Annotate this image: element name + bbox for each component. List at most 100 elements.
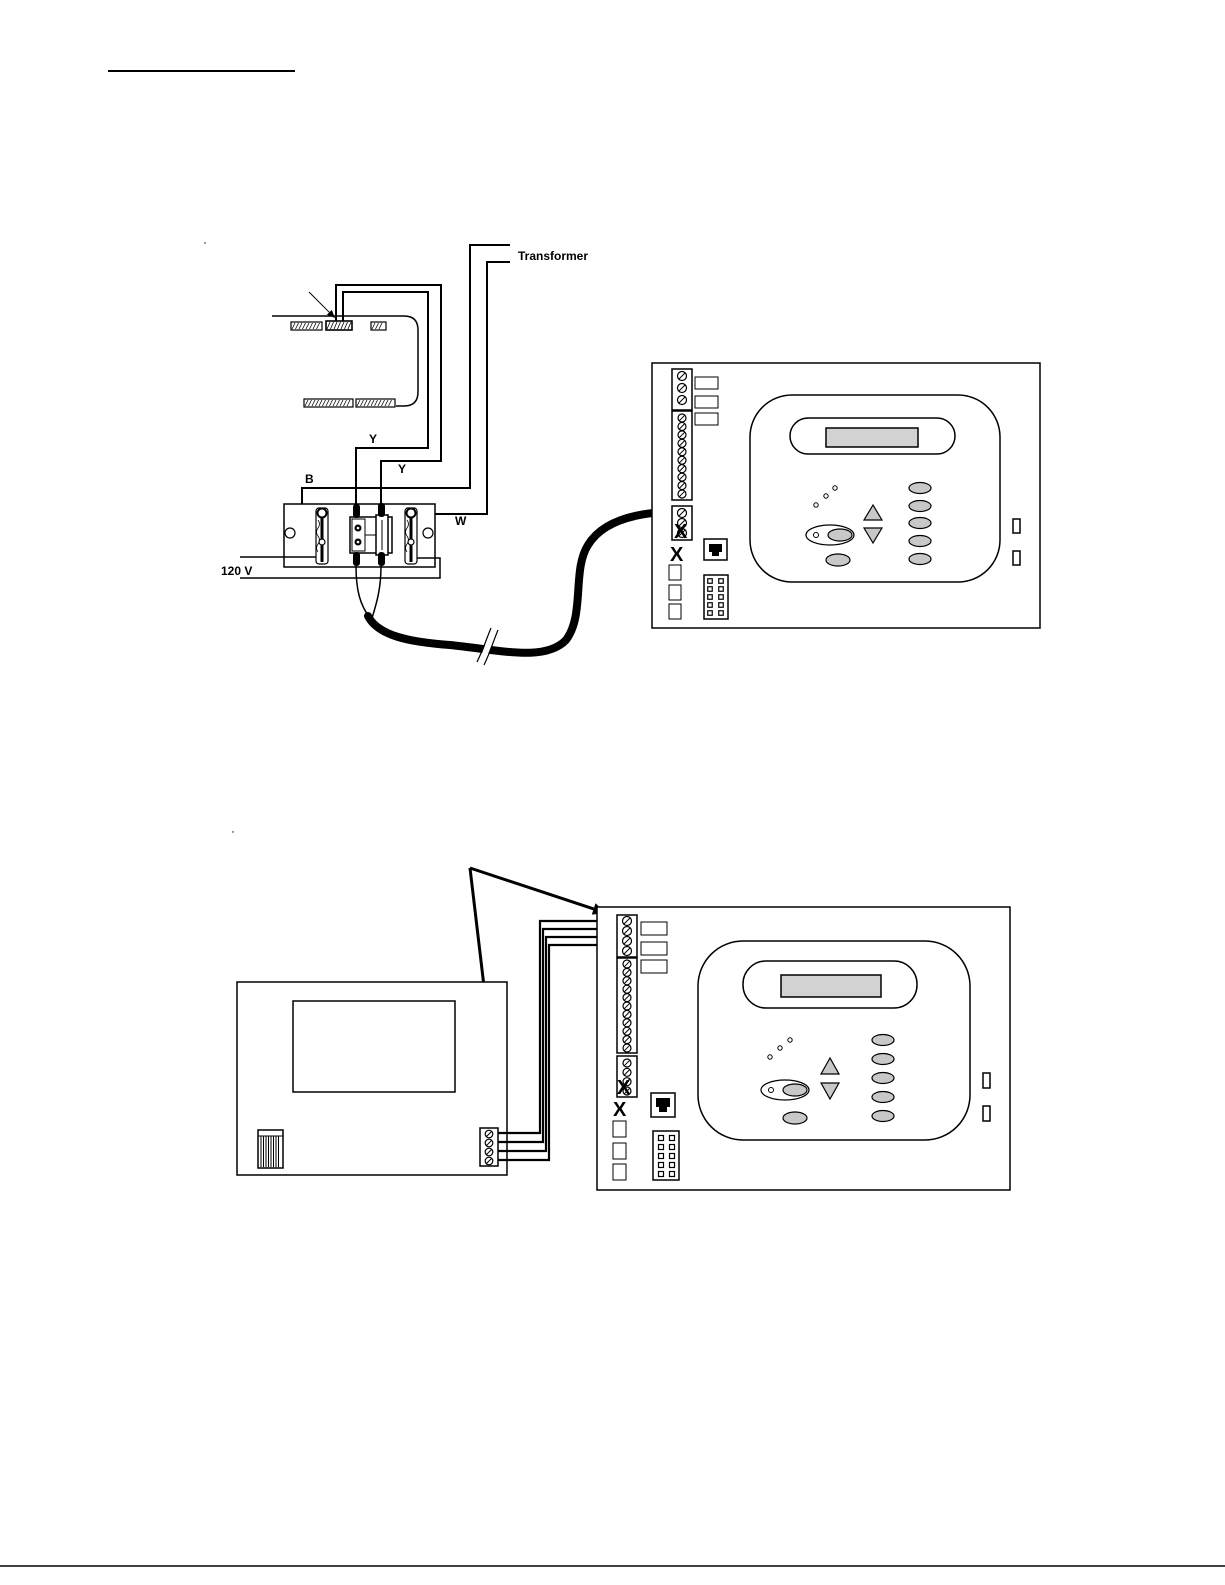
status-led [788,1038,792,1042]
keypad-button [909,501,931,512]
keypad-button [872,1073,894,1084]
pointer-arrow-line [470,868,594,909]
header-pin [659,1172,664,1177]
mounting-hole [285,528,295,538]
stray-mark [204,242,205,243]
status-led [824,494,828,498]
header-pin [659,1163,664,1168]
relay-lead-right [372,566,381,618]
stray-mark [232,831,233,832]
relay-lead-left [356,566,370,618]
relay-terminal-dot-center [357,541,360,544]
remote-panel [237,982,507,1175]
header-pin [719,587,724,592]
header-pin [719,611,724,616]
header-pin [708,611,713,616]
supply-voltage-label: 120 V [221,564,252,578]
terminal-label-box [695,413,718,425]
menu-button [828,529,852,541]
menu-led [769,1088,774,1093]
terminal-label-box [641,942,667,955]
control-panel-top: X X [652,363,1040,628]
header-pin [670,1154,675,1159]
wire-y-outer [336,285,441,506]
wire-y-outer-label: Y [398,462,406,476]
terminal-label-box [641,960,667,973]
terminal-screws [678,372,687,538]
side-indicator [983,1073,990,1088]
jumper-slot [613,1143,626,1159]
bottom-wiring-diagram: X X [237,868,1010,1190]
remote-panel-window [293,1001,455,1092]
lcd-display [826,428,918,447]
transformer-label: Transformer [518,249,588,263]
jumper-slot [613,1164,626,1180]
jumper-x-mark: X [670,544,684,566]
jumper-slot [613,1121,626,1137]
control-panel-bottom: X X [597,907,1010,1190]
menu-button [783,1084,807,1096]
terminal-x-mark: X [674,521,688,543]
side-indicator [1013,519,1020,533]
heater-circuit-board [272,292,418,407]
status-led [814,503,818,507]
header-pin [670,1172,675,1177]
header-pin [708,587,713,592]
header-pin [659,1145,664,1150]
header-pin [719,603,724,608]
function-button [783,1112,807,1124]
function-button [826,554,850,566]
pointer-arrow-line [309,292,329,312]
menu-led [814,533,819,538]
terminal-label-box [695,396,718,408]
keypad-button [909,483,931,494]
terminal-label-box [641,922,667,935]
header-pin [708,579,713,584]
keypad-button [872,1092,894,1103]
header-pin [670,1145,675,1150]
keypad-button [909,536,931,547]
wire-w-label: W [455,514,467,528]
keypad-button [909,554,931,565]
side-indicator [1013,551,1020,565]
header-pin [708,595,713,600]
wire-y-inner-label: Y [369,432,377,446]
jumper-slot [669,604,681,619]
header-pin [670,1163,675,1168]
status-led [768,1055,772,1059]
terminal-label-box [695,377,718,389]
keypad-button [872,1111,894,1122]
bus-bar-left-screw [319,539,325,545]
bus-bar-right-screw [408,539,414,545]
jumper-x-mark: X [613,1099,627,1121]
wire-b-label: B [305,472,314,486]
jumper-slot [669,565,681,580]
header-pin [708,603,713,608]
status-led [778,1046,782,1050]
mounting-hole [423,528,433,538]
keypad-button [872,1054,894,1065]
status-led [833,486,837,490]
wire-w [416,262,510,514]
jumper-slot [669,585,681,600]
bus-bar-left-screw [318,509,327,518]
header-pin [719,595,724,600]
terminal-x-mark: X [617,1077,631,1099]
relay-terminal-dot-center [357,527,360,530]
side-indicator [983,1106,990,1121]
relay-pin-bottom-left [353,552,360,566]
header-pin [719,579,724,584]
relay-pin-top-left [353,504,360,518]
relay-pin-bottom-right [378,552,385,566]
keypad-button [909,518,931,529]
header-pin [659,1136,664,1141]
relay-pin-top-right [378,503,385,517]
lcd-display [781,975,881,997]
top-wiring-diagram: Transformer Y Y B W [221,245,1040,665]
bus-bar-right-screw [407,509,416,518]
keypad-button [872,1035,894,1046]
header-pin [670,1136,675,1141]
relay-coil-section [352,519,365,551]
header-pin [659,1154,664,1159]
